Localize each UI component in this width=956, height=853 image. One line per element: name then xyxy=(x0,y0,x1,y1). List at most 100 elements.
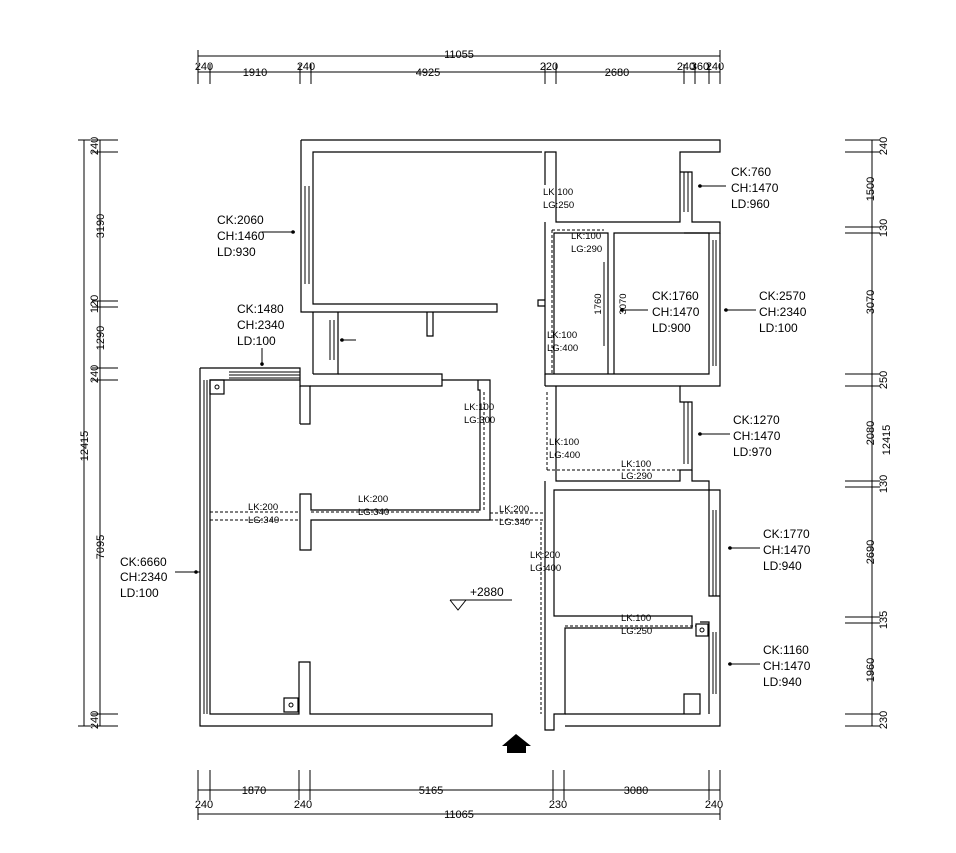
dim-right-seg: 2690 xyxy=(865,540,877,564)
beam-lk: LK:200 xyxy=(499,504,529,515)
dim-left-seg: 3190 xyxy=(95,214,107,238)
beam-lines xyxy=(210,229,696,714)
dim-right-seg: 230 xyxy=(878,711,890,729)
dim-left-seg: 7095 xyxy=(95,535,107,559)
beam-label: LK:100 LG:250 xyxy=(543,187,574,211)
window-ch: CH:1470 xyxy=(763,659,811,673)
beam-label: LK:200 LG:400 xyxy=(530,550,561,574)
beam-lg: LG:400 xyxy=(547,343,578,354)
beam-label: LK:200 LG:340 xyxy=(499,504,530,528)
window-marks xyxy=(203,172,717,714)
window-ch: CH:1470 xyxy=(733,429,781,443)
dim-top-seg: 2680 xyxy=(605,67,629,79)
window-label: CK:6660 CH:2340 LD:100 xyxy=(120,555,168,600)
beam-lk: LK:100 xyxy=(621,613,651,624)
beam-lg: LG:340 xyxy=(499,517,530,528)
beam-lk: LK:200 xyxy=(530,550,560,561)
dim-left-seg: 120 xyxy=(89,295,101,313)
beam-label: LK:200 LG:340 xyxy=(358,494,389,518)
beam-lg: LG:250 xyxy=(543,200,574,211)
beam-label: LK:200 LG:340 xyxy=(248,502,279,526)
dim-right-seg: 3070 xyxy=(865,290,877,314)
window-ch: CH:2340 xyxy=(759,305,807,319)
window-ck: CK:2060 xyxy=(217,213,264,227)
beam-label: LK:100 LG:290 xyxy=(621,459,652,482)
walls xyxy=(199,139,721,731)
window-ld: LD:960 xyxy=(731,197,770,211)
window-label: CK:2060 CH:1460 LD:930 xyxy=(217,213,265,259)
dim-right-seg: 240 xyxy=(878,137,890,155)
top-dimension-chain: 11055 240 1910 240 4925 220 2680 240 360… xyxy=(195,49,724,84)
dim-top-total: 11055 xyxy=(444,49,474,61)
dim-right-total: 12415 xyxy=(881,425,893,456)
dim-right-seg: 250 xyxy=(878,371,890,389)
beam-lk: LK:100 xyxy=(549,437,579,448)
dim-right-seg: 130 xyxy=(878,219,890,237)
window-ld: LD:100 xyxy=(237,334,276,348)
beam-lk: LK:100 xyxy=(547,330,577,341)
window-label: CK:760 CH:1470 LD:960 xyxy=(731,165,779,211)
window-ch: CH:2340 xyxy=(237,318,285,332)
dim-right-seg: 1500 xyxy=(865,177,877,201)
dim-bottom-seg: 240 xyxy=(294,799,312,811)
window-ck: CK:1480 xyxy=(237,302,284,316)
beam-label: LK:100 LG:400 xyxy=(547,330,578,354)
window-label: CK:1770 CH:1470 LD:940 xyxy=(763,527,811,573)
beam-label: LK:100 LG:250 xyxy=(621,613,652,637)
window-ck: CK:1270 xyxy=(733,413,780,427)
window-ck: CK:1160 xyxy=(763,643,809,657)
dim-top-seg: 240 xyxy=(195,61,213,73)
window-ch: CH:1470 xyxy=(731,181,779,195)
dim-left-total: 12415 xyxy=(79,431,91,462)
window-ch: CH:1470 xyxy=(763,543,811,557)
left-dimension-chain: 12415 240 3190 120 1290 240 7095 240 xyxy=(78,137,118,729)
dim-left-seg: 240 xyxy=(89,365,101,383)
beam-lg: LG:340 xyxy=(358,507,389,518)
dim-top-seg: 1910 xyxy=(243,67,267,79)
dim-top-seg: 240 xyxy=(706,61,724,73)
beam-lg: LG:400 xyxy=(549,450,580,461)
beam-label: LK:100 LG:290 xyxy=(571,231,602,255)
dim-top-seg: 240 xyxy=(677,61,695,73)
dim-right-seg: 1960 xyxy=(865,658,877,682)
dim-top-seg: 360 xyxy=(691,61,709,73)
dim-right-seg: 135 xyxy=(878,611,890,629)
dim-left-seg: 240 xyxy=(89,711,101,729)
dim-left-seg: 240 xyxy=(89,137,101,155)
right-dimension-chain: 240 1500 130 3070 250 2080 130 2690 135 … xyxy=(845,137,893,729)
beam-lk: LK:100 xyxy=(571,231,601,242)
window-ck: CK:1760 xyxy=(652,289,699,303)
dim-right-seg: 2080 xyxy=(865,421,877,445)
window-label: CK:1760 CH:1470 LD:900 xyxy=(652,289,700,335)
window-label: CK:1480 CH:2340 LD:100 xyxy=(237,302,285,348)
beam-label: LK:100 LG:400 xyxy=(549,437,580,461)
elevation-label: +2880 xyxy=(470,585,504,599)
window-label: CK:1270 CH:1470 LD:970 xyxy=(733,413,781,459)
beam-lg: LG:400 xyxy=(530,563,561,574)
dim-top-seg: 4925 xyxy=(416,67,440,79)
beam-lk: LK:200 xyxy=(248,502,278,513)
small-dim-label: 3070 xyxy=(618,293,629,314)
dim-bottom-total: 11065 xyxy=(444,809,474,821)
window-ld: LD:940 xyxy=(763,675,802,689)
window-ch: CH:1460 xyxy=(217,229,265,243)
window-ld: LD:930 xyxy=(217,245,256,259)
beam-lk: LK:100 xyxy=(621,459,651,470)
dim-left-seg: 1290 xyxy=(95,326,107,350)
beam-lk: LK:100 xyxy=(464,402,494,413)
window-ld: LD:900 xyxy=(652,321,691,335)
window-ck: CK:2570 xyxy=(759,289,806,303)
dim-bottom-seg: 1870 xyxy=(242,785,266,797)
beam-lg: LG:340 xyxy=(248,515,279,526)
dim-top-seg: 240 xyxy=(297,61,315,73)
small-dim-label: 1760 xyxy=(593,293,604,314)
window-ck: CK:1770 xyxy=(763,527,810,541)
beam-lk: LK:100 xyxy=(543,187,573,198)
beam-label: LK:100 LG:300 xyxy=(464,402,495,426)
beam-lg: LG:250 xyxy=(621,626,652,637)
beam-lg: LG:290 xyxy=(621,471,652,482)
window-ld: LD:100 xyxy=(120,586,159,600)
dim-bottom-seg: 240 xyxy=(195,799,213,811)
beam-lg: LG:300 xyxy=(464,415,495,426)
